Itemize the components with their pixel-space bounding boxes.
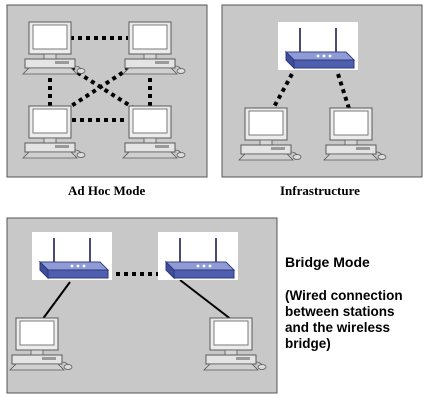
bridge-panel: [6, 217, 278, 394]
infrastructure-label: Infrastructure: [280, 183, 360, 198]
bridge-note-line: and the wireless: [285, 320, 391, 335]
bridge-note-line: (Wired connection: [285, 288, 403, 303]
bridge-title: Bridge Mode: [285, 254, 370, 270]
wired-link: [179, 279, 233, 321]
adhoc-label: Ad Hoc Mode: [68, 183, 146, 198]
bridge-note-line: between stations: [285, 304, 395, 319]
adhoc-panel: [6, 4, 208, 178]
bridge-note: (Wired connection between stations and t…: [285, 288, 431, 352]
bridge-note-line: bridge): [285, 336, 331, 351]
wireless-router-icon: [277, 21, 359, 71]
adhoc-links: [48, 36, 152, 122]
infrastructure-panel: [221, 4, 423, 178]
wireless-router-icon: [157, 231, 239, 281]
wired-link: [41, 281, 71, 321]
wireless-router-icon: [31, 231, 113, 281]
